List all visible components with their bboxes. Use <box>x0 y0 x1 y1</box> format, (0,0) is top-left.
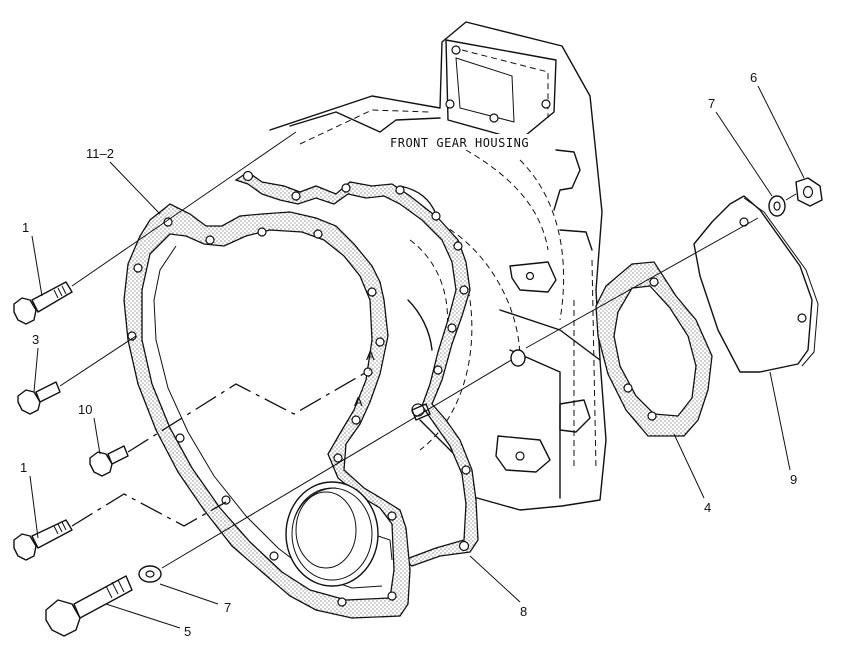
front-gear-cover <box>123 203 411 619</box>
view-mark-a-upper: A <box>366 348 375 363</box>
washer-top <box>768 195 786 217</box>
washer-bottom <box>138 565 162 583</box>
bolt-10 <box>89 445 129 477</box>
callout-6: 6 <box>750 70 757 85</box>
bolt-5 <box>45 575 133 637</box>
view-mark-a-lower: A <box>354 394 363 409</box>
access-cover-plate <box>693 195 819 373</box>
front-gear-housing-label: FRONT GEAR HOUSING <box>390 136 529 150</box>
callout-1-upper: 1 <box>22 220 29 235</box>
callout-9: 9 <box>790 472 797 487</box>
callout-1-lower: 1 <box>20 460 27 475</box>
housing-gasket <box>234 170 479 567</box>
callout-7-upper: 7 <box>708 96 715 111</box>
bolt-1-upper <box>13 281 73 325</box>
callout-leaders <box>29 85 805 629</box>
callout-4: 4 <box>704 500 711 515</box>
callout-7-lower: 7 <box>224 600 231 615</box>
callout-3: 3 <box>32 332 39 347</box>
callout-8: 8 <box>520 604 527 619</box>
bolt-3 <box>17 381 61 415</box>
callout-numbers: 11–2 1 3 10 1 5 7 8 4 9 7 6 <box>20 70 797 639</box>
callout-10: 10 <box>78 402 92 417</box>
assembly-lines <box>59 131 797 569</box>
front-gear-housing <box>269 21 607 511</box>
callout-5: 5 <box>184 624 191 639</box>
access-cover-gasket <box>595 261 713 437</box>
bolt-1-lower <box>13 519 73 561</box>
callout-11-2: 11–2 <box>86 146 114 161</box>
hex-nut <box>795 177 823 207</box>
